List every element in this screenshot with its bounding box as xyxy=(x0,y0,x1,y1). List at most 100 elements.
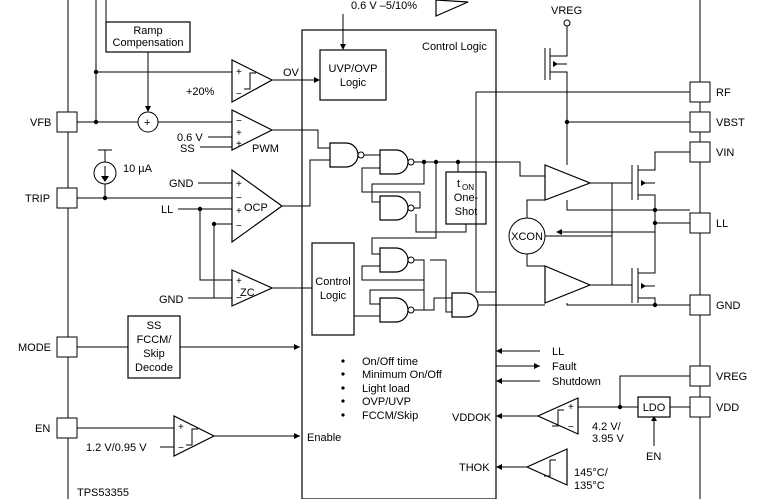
ton-label-3: Shot xyxy=(455,206,478,218)
nand-latch-bot1-bubble xyxy=(407,256,415,264)
top-threshold-label: 0.6 V –5/10% xyxy=(351,0,417,12)
arrow-ss-ctrl xyxy=(294,344,300,350)
ramp-label-2: Compensation xyxy=(113,37,184,49)
nand-latch-top2 xyxy=(379,195,409,221)
node-ll-right xyxy=(652,207,658,213)
ss-pin-label: SS xyxy=(180,143,195,155)
pwm-minus: − xyxy=(236,116,242,127)
vdd-thresh1: 4.2 V/ xyxy=(592,421,622,433)
zc-plus: + xyxy=(236,276,242,287)
ss-label-3: Skip xyxy=(143,348,164,360)
ov-label: OV xyxy=(283,67,300,79)
wire-vdd-vreg xyxy=(619,375,690,407)
arrow-ramp-sum xyxy=(145,106,151,112)
thok-label: THOK xyxy=(459,462,490,474)
arrow-ll-in xyxy=(496,348,502,354)
ldo-label: LDO xyxy=(643,402,666,414)
pin-vreg xyxy=(689,365,711,387)
wire-latch-and xyxy=(424,297,452,311)
arrow-thok xyxy=(496,464,502,470)
pin-vfb xyxy=(56,111,78,133)
feature-item: On/Off time xyxy=(362,356,418,368)
vreg-fet-arrow xyxy=(553,61,558,67)
uvp-label-2: Logic xyxy=(340,77,367,89)
ramp-compensation-block xyxy=(105,21,191,53)
pwm-label: PWM xyxy=(252,143,279,155)
gnd2-label: GND xyxy=(159,294,184,306)
low-side-driver xyxy=(544,265,592,304)
pwm-plus2: + xyxy=(236,139,242,150)
ss-label-4: Decode xyxy=(135,362,173,374)
nand-latch-top2-bubble xyxy=(407,204,415,212)
pin-mode-label: MODE xyxy=(18,342,51,354)
pin-rf xyxy=(689,81,711,103)
pin-vin-label: VIN xyxy=(716,147,734,159)
zc-label: ZC xyxy=(240,287,255,299)
wire-to-hs-driver xyxy=(496,161,545,177)
node-vdd xyxy=(617,404,623,410)
en-thresh-label: 1.2 V/0.95 V xyxy=(86,442,147,454)
pin-vin xyxy=(689,141,711,163)
arrow-en-ctrl xyxy=(294,433,300,439)
ramp-label-1: Ramp xyxy=(133,25,162,37)
temp2-label: 135°C xyxy=(574,480,605,492)
wire-ocp-gate xyxy=(282,159,330,207)
wire-latch-fb2 xyxy=(361,167,421,209)
thok-hyst xyxy=(544,459,556,477)
vddok-label: VDDOK xyxy=(452,412,492,424)
pin-vbst xyxy=(689,111,711,133)
zc-comparator xyxy=(231,269,274,307)
nand-latch-bot2 xyxy=(379,297,409,323)
uvp-ovp-logic-block xyxy=(319,49,387,101)
and-gate-pwm-bubble xyxy=(357,151,365,159)
pin-vbst-label: VBST xyxy=(716,117,745,129)
ocp-comparator xyxy=(231,168,284,244)
sum-plus: + xyxy=(144,117,150,129)
ocp-label: OCP xyxy=(244,202,268,214)
pin-mode xyxy=(56,336,78,358)
en-hyst xyxy=(186,428,198,446)
feature-item: FCCM/Skip xyxy=(362,410,418,422)
arrow-ldo-en xyxy=(651,416,657,421)
chip-name-label: TPS53355 xyxy=(77,487,129,499)
ctrl-label-1: Control xyxy=(315,276,350,288)
ton-t: t xyxy=(457,178,460,190)
pin-gnd-label: GND xyxy=(716,300,741,312)
feature-item: Light load xyxy=(362,383,410,395)
wire-gnd-zc xyxy=(213,224,232,299)
ov-minus: − xyxy=(236,89,242,100)
ocp-minus2: − xyxy=(236,221,242,232)
vreg-fet xyxy=(549,48,568,122)
ctrl-label-2: Logic xyxy=(320,290,347,302)
xcon-label: XCON xyxy=(511,231,543,243)
ocp-minus1: − xyxy=(236,193,242,204)
arrow-to-uvp xyxy=(340,44,346,50)
vdd-thresh2: 3.95 V xyxy=(592,433,624,445)
pin-trip-label: TRIP xyxy=(25,193,50,205)
i10-label: 10 µA xyxy=(123,163,153,175)
wire-xcon-hs xyxy=(526,199,545,218)
hs-fet xyxy=(631,151,690,210)
en-minus: − xyxy=(178,443,184,454)
wire-rf-internal xyxy=(475,92,496,293)
plus20-label: +20% xyxy=(186,86,215,98)
wire-gnd-right xyxy=(566,303,690,306)
wire-latch-fb1 xyxy=(371,162,425,203)
ov-plus: + xyxy=(236,67,242,78)
high-side-driver xyxy=(544,164,592,201)
nand-latch-bot1 xyxy=(379,247,409,273)
ss-fccm-skip-decode-block xyxy=(127,315,181,379)
feature-item: OVP/UVP xyxy=(362,396,411,408)
ls-fet xyxy=(631,210,656,305)
ton-label-2: One- xyxy=(454,192,479,204)
shutdown-label: Shutdown xyxy=(552,376,601,388)
zc-minus: − xyxy=(236,293,242,304)
nand-latch-top1-bubble xyxy=(407,158,415,166)
ton-sub: ON xyxy=(462,183,474,192)
wire-ll-xcon xyxy=(560,223,656,233)
control-logic-title: Control Logic xyxy=(422,41,487,53)
feature-list: On/Off time Minimum On/Off Light load OV… xyxy=(341,356,443,422)
isource-arrow xyxy=(101,176,109,182)
arrow-vddok xyxy=(496,413,502,419)
